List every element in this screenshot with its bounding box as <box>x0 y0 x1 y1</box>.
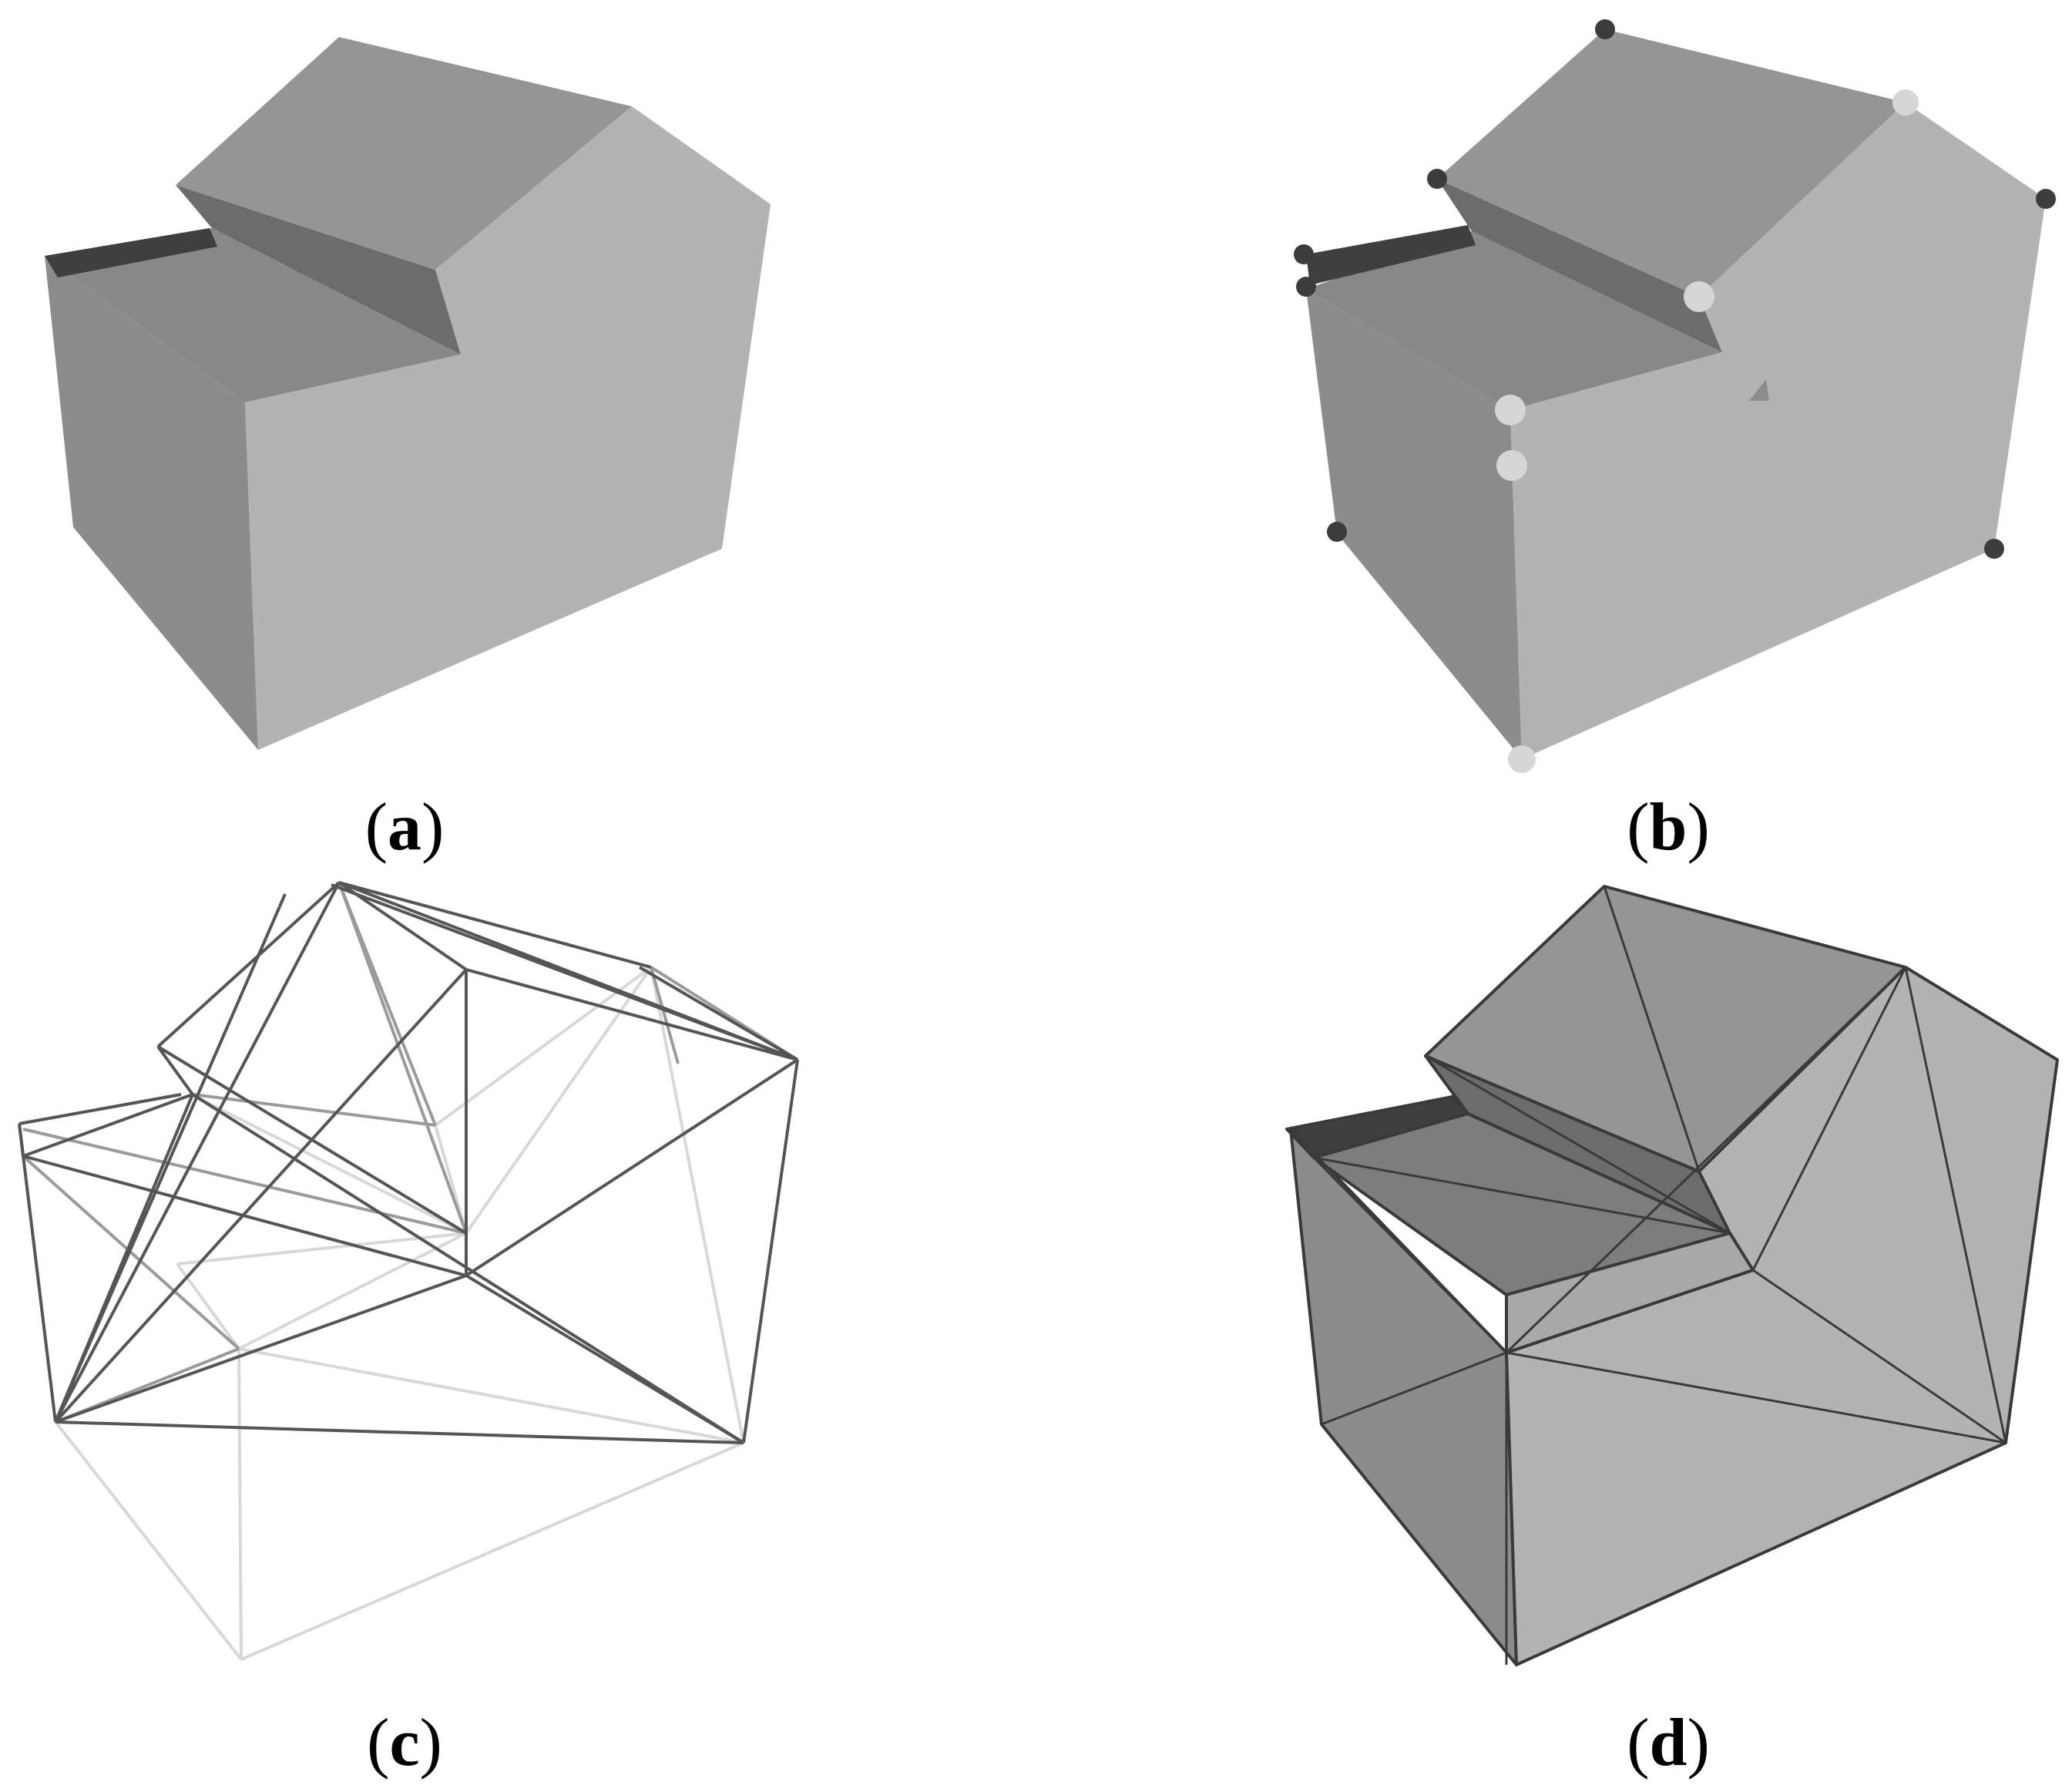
right-face <box>245 106 771 750</box>
caption-d: (d) <box>1627 1706 1710 1780</box>
caption-a-letter: a <box>388 790 421 865</box>
left-face <box>45 256 258 750</box>
caption-a: (a) <box>364 790 445 865</box>
wireframe-c <box>18 881 799 1661</box>
caption-c-letter: c <box>389 1706 420 1780</box>
visible-edges <box>18 881 799 1444</box>
caption-b-letter: b <box>1649 790 1687 865</box>
solid-d <box>1285 885 2059 1666</box>
caption-b: (b) <box>1627 790 1710 865</box>
dark-back-strip <box>45 228 217 277</box>
vertex-dark <box>1595 19 1615 39</box>
caption-c: (c) <box>367 1706 442 1780</box>
vertex-dark <box>1984 539 2004 559</box>
solid-b <box>1306 29 2046 759</box>
dark-back-strip <box>1306 225 1476 285</box>
solid-a <box>45 37 771 750</box>
vertex-dark <box>1296 277 1316 297</box>
triangulation-edges-d <box>1289 886 2007 1665</box>
vertex-light <box>1495 395 1526 425</box>
lower-top-face <box>1306 231 1722 410</box>
upper-top-face <box>176 37 632 270</box>
vertex-light <box>1496 450 1527 481</box>
vertex-light <box>1684 281 1714 312</box>
step-face <box>176 185 461 355</box>
vertex-markers <box>1294 19 2056 773</box>
vertex-dark <box>1427 169 1447 189</box>
lower-top-face <box>45 228 461 402</box>
upper-top-face <box>1437 29 1906 297</box>
vertex-dark <box>1294 244 1314 264</box>
vertex-dark <box>1327 522 1347 542</box>
step-face <box>1437 179 1722 352</box>
vertex-light <box>1508 745 1536 773</box>
caption-d-letter: d <box>1649 1706 1687 1780</box>
vertex-light <box>1892 89 1919 116</box>
left-face <box>1306 289 1522 759</box>
right-face <box>1510 103 2046 759</box>
vertex-dark <box>2036 189 2056 209</box>
hidden-vertex-marker <box>1749 379 1769 401</box>
